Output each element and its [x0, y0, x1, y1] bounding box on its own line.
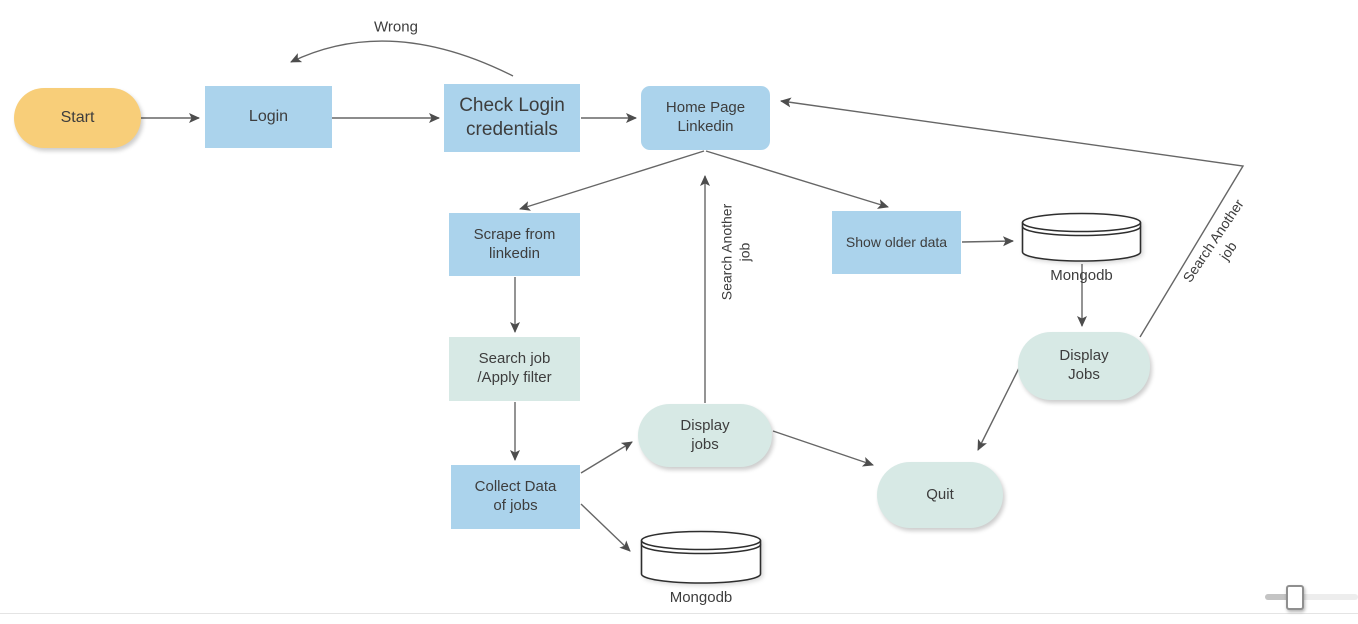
edge-display-jobs-to-quit[interactable] — [772, 430, 874, 467]
database-cylinder-icon — [1021, 212, 1142, 262]
show-older-data[interactable]: Show older data — [832, 211, 961, 274]
search-another-job-label-1[interactable]: Search Another job — [718, 203, 753, 301]
quit[interactable]: Quit — [877, 462, 1003, 528]
display-jobs-2[interactable]: Display Jobs — [1018, 332, 1150, 400]
edge-display-jobs-2-to-quit[interactable] — [977, 367, 1020, 451]
edge-collect-data-to-display-jobs[interactable] — [580, 441, 633, 474]
edge-home-page-to-show-older[interactable] — [705, 150, 889, 209]
mongodb-db[interactable]: Mongodb — [640, 530, 762, 606]
start[interactable]: Start — [14, 88, 141, 148]
display-jobs-2-label: Display Jobs — [1059, 347, 1109, 383]
home-page-linkedin-label: Home Page Linkedin — [665, 99, 746, 135]
edge-collect-data-to-mongodb[interactable] — [580, 503, 631, 552]
collect-data-of-jobs[interactable]: Collect Data of jobs — [451, 465, 580, 529]
display-jobs-label: Display jobs — [680, 416, 730, 453]
login[interactable]: Login — [205, 86, 332, 148]
zoom-slider[interactable] — [1265, 585, 1358, 610]
bottom-divider — [0, 613, 1358, 614]
display-jobs[interactable]: Display jobs — [638, 404, 772, 467]
mongodb-db-label: Mongodb — [669, 589, 733, 606]
edge-wrong-check-login-to-login[interactable] — [290, 40, 514, 77]
mongodb-db-2[interactable]: Mongodb — [1021, 212, 1142, 284]
edge-display-jobs-2-to-home-page[interactable] — [780, 97, 1245, 338]
collect-data-of-jobs-label: Collect Data of jobs — [474, 478, 557, 514]
zoom-slider-thumb[interactable] — [1286, 585, 1304, 610]
scrape-from-linkedin[interactable]: Scrape from linkedin — [449, 213, 580, 276]
home-page-linkedin[interactable]: Home Page Linkedin — [641, 86, 770, 150]
zoom-slider-fill — [1265, 594, 1290, 600]
wrong-label[interactable]: Wrong — [374, 18, 418, 36]
check-login-credentials-label: Check Login credentials — [459, 95, 565, 140]
start-label: Start — [60, 109, 95, 126]
show-older-data-label: Show older data — [845, 233, 948, 250]
check-login-credentials[interactable]: Check Login credentials — [444, 84, 580, 152]
edge-show-older-to-mongodb-2[interactable] — [961, 236, 1014, 247]
search-job-apply-filter[interactable]: Search job /Apply filter — [449, 337, 580, 401]
mongodb-db-2-label: Mongodb — [1050, 267, 1113, 284]
login-label: Login — [248, 108, 289, 125]
quit-label: Quit — [926, 485, 954, 503]
zoom-slider-track[interactable] — [1265, 594, 1358, 600]
search-job-apply-filter-label: Search job /Apply filter — [477, 350, 552, 386]
scrape-from-linkedin-label: Scrape from linkedin — [473, 225, 556, 262]
database-cylinder-icon — [640, 530, 762, 584]
edge-home-page-to-scrape[interactable] — [519, 150, 705, 211]
